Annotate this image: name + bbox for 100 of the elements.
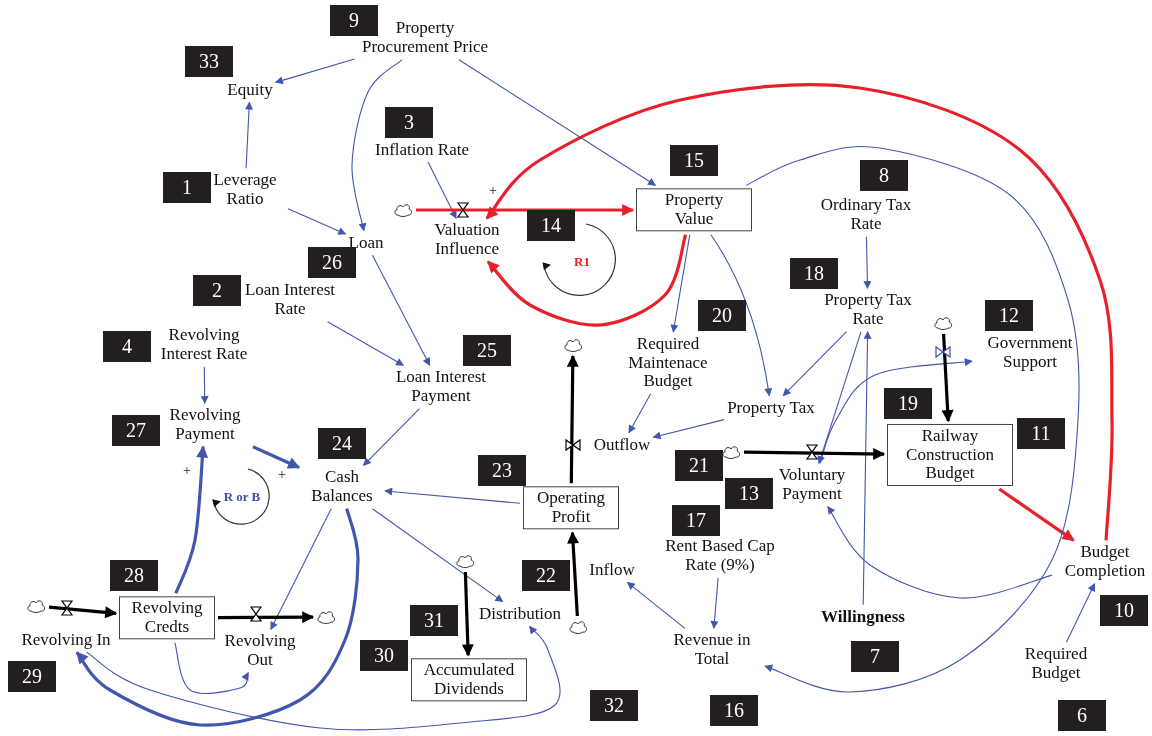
polarity-sign: +: [183, 464, 191, 478]
callout-number: 17: [672, 505, 720, 536]
arrow: [48, 605, 118, 619]
arrow: [782, 331, 848, 397]
cloud-icon: [316, 609, 336, 625]
callout-number: 10: [1100, 595, 1148, 626]
stock-box: Accumulated Dividends: [411, 658, 527, 702]
arrow: [351, 59, 403, 232]
arrow: [200, 366, 209, 405]
callout-number: 22: [522, 560, 570, 591]
stock-box: Property Value: [636, 188, 752, 232]
variable-label: Inflow: [589, 560, 635, 580]
variable-label: Revolving Out: [220, 632, 300, 670]
variable-label: Cash Balances: [302, 468, 382, 506]
callout-number: 21: [675, 450, 723, 481]
callout-number: 4: [103, 331, 151, 362]
arrow: [998, 487, 1075, 542]
variable-label: Equity: [227, 80, 273, 100]
callout-number: 20: [698, 300, 746, 331]
arrow: [245, 101, 253, 169]
arrow: [566, 354, 579, 484]
arrow: [863, 236, 872, 290]
callout-number: 11: [1017, 418, 1065, 449]
arrow: [628, 393, 652, 434]
arrow: [819, 358, 973, 464]
arrow: [458, 59, 657, 186]
loop-label: R or B: [223, 489, 261, 505]
callout-number: 27: [112, 415, 160, 446]
callout-number: 25: [463, 335, 511, 366]
arrow: [710, 234, 773, 397]
variable-label: Government Support: [975, 334, 1085, 372]
variable-label: Revolving Interest Rate: [149, 326, 259, 364]
arrow: [486, 234, 688, 327]
arrow: [218, 611, 315, 624]
loop-label: R1: [574, 254, 590, 270]
callout-number: 15: [670, 145, 718, 176]
variable-label: Distribution: [478, 604, 562, 624]
cloud-icon: [455, 553, 475, 569]
arrow: [1065, 582, 1096, 643]
arrow: [86, 625, 561, 731]
arrow: [485, 83, 1114, 541]
arrow: [710, 577, 719, 630]
variable-label: Revolving In: [21, 630, 111, 650]
stock-box: Revolving Credts: [119, 596, 215, 640]
cloud-icon: [563, 337, 583, 353]
variable-label: Budget Completion: [1055, 543, 1152, 581]
arrow: [327, 321, 405, 366]
callout-number: 26: [308, 247, 356, 278]
variable-label: Outflow: [593, 435, 651, 455]
arrow: [745, 145, 1080, 693]
callout-number: 32: [590, 690, 638, 721]
callout-number: 14: [527, 210, 575, 241]
arrow: [384, 487, 521, 504]
cloud-icon: [568, 619, 588, 635]
callout-number: 13: [725, 478, 773, 509]
arrow: [461, 571, 474, 657]
arrow: [174, 445, 209, 594]
variable-label: Valuation Influence: [422, 221, 512, 259]
arrow: [427, 161, 457, 220]
arrow: [174, 642, 250, 695]
arrow: [941, 333, 954, 423]
arrow: [743, 447, 886, 460]
polarity-sign: +: [278, 468, 286, 482]
callout-number: 8: [860, 160, 908, 191]
variable-label: Property Tax Rate: [808, 291, 928, 329]
arrow: [362, 408, 421, 466]
polarity-sign: +: [489, 184, 497, 198]
stock-box: Railway Construction Budget: [887, 423, 1013, 487]
variable-label: Revolving Payment: [160, 406, 250, 444]
callout-number: 7: [851, 641, 899, 672]
callout-number: 12: [985, 300, 1033, 331]
arrow: [817, 331, 862, 465]
callout-number: 16: [710, 695, 758, 726]
callout-number: 1: [163, 172, 211, 203]
variable-label: Ordinary Tax Rate: [806, 196, 926, 234]
arrow: [371, 254, 431, 366]
variable-label: Inflation Rate: [375, 140, 469, 160]
arrow: [270, 508, 332, 631]
callout-number: 6: [1058, 700, 1106, 731]
cloud-icon: [721, 444, 741, 460]
arrow: [567, 531, 580, 617]
arrow: [274, 58, 356, 85]
variable-label: Required Budget: [1016, 645, 1096, 683]
variable-label: Required Maintenace Budget: [602, 334, 734, 392]
callout-number: 29: [8, 661, 56, 692]
arrow: [827, 506, 1053, 599]
stock-box: Operating Profit: [523, 486, 619, 530]
callout-number: 23: [478, 455, 526, 486]
callout-number: 24: [318, 428, 366, 459]
callout-number: 18: [790, 258, 838, 289]
variable-label: Property Tax: [727, 398, 815, 418]
cloud-icon: [393, 202, 413, 218]
callout-number: 30: [360, 640, 408, 671]
cloud-icon: [933, 315, 953, 331]
cloud-icon: [26, 598, 46, 614]
arrow: [670, 234, 691, 333]
arrow: [626, 581, 686, 629]
arrow: [416, 204, 635, 216]
variable-label: Rent Based Cap Rate (9%): [655, 537, 785, 575]
callout-number: 28: [110, 560, 158, 591]
